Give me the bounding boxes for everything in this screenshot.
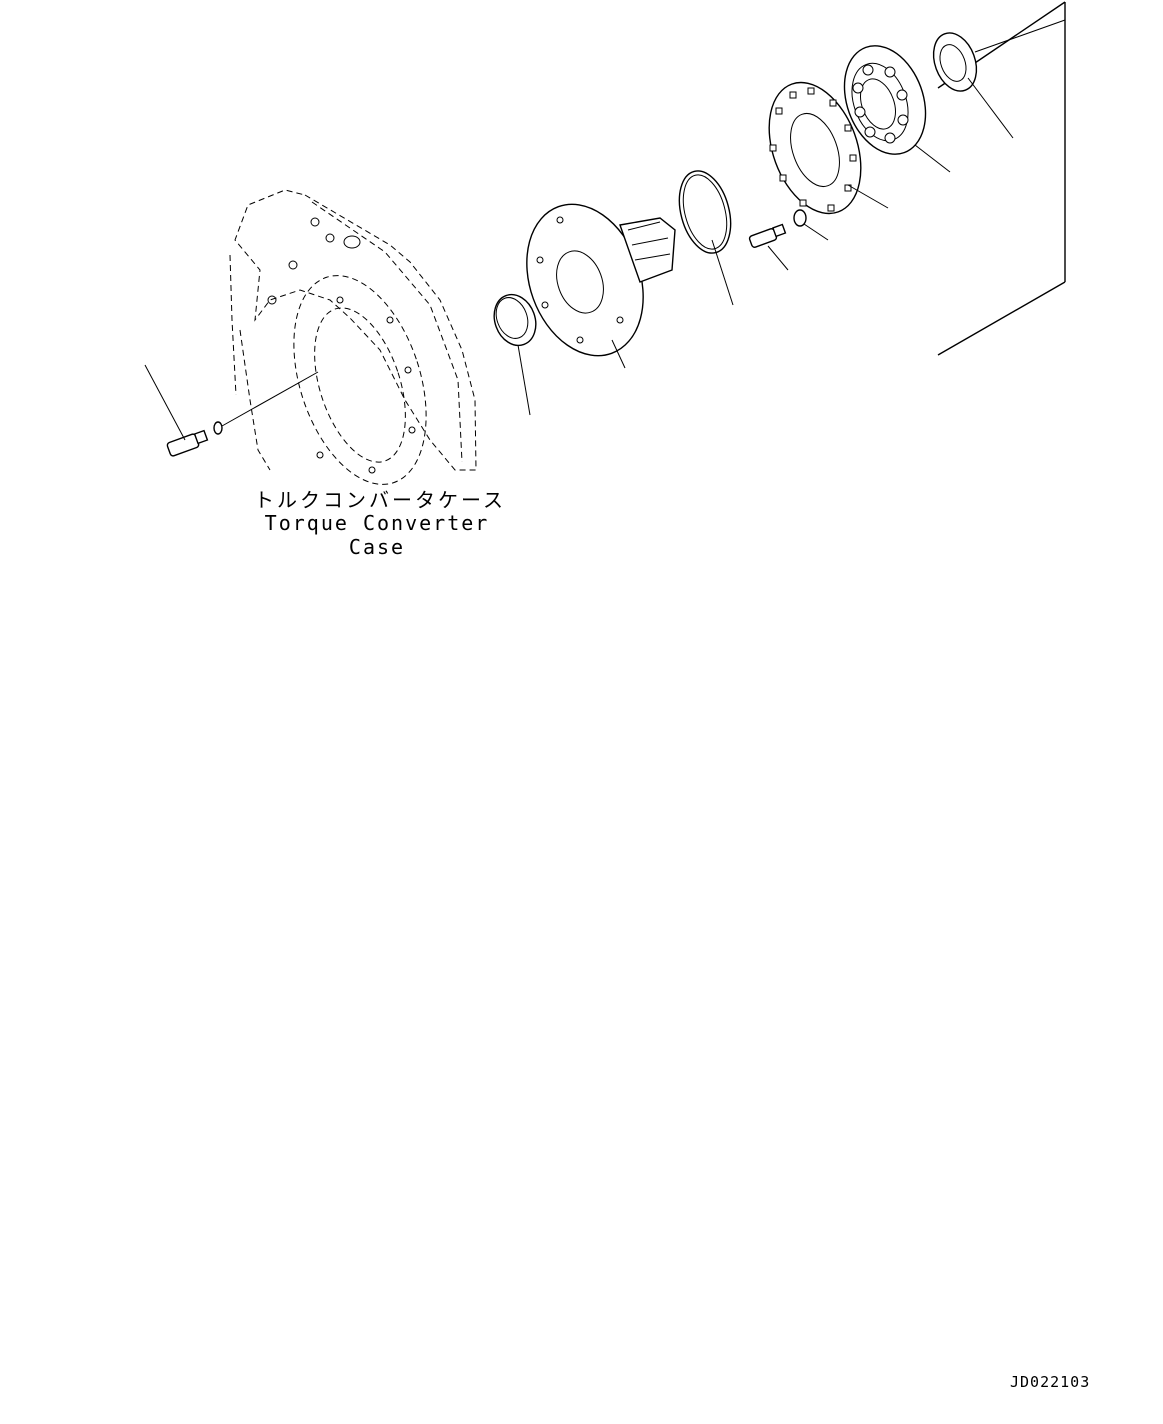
output-flange	[526, 203, 676, 369]
o-ring	[678, 170, 734, 306]
case-washer	[213, 371, 319, 435]
ball-bearing	[843, 45, 951, 173]
case-label-japanese: トルクコンバータケース	[254, 488, 506, 512]
bearing-cup	[493, 293, 537, 416]
retainer-bolt	[748, 223, 789, 271]
retainer-washer	[793, 209, 829, 241]
case-bolt	[144, 364, 209, 457]
retainer-plate	[768, 81, 889, 215]
torque-converter-case	[229, 189, 477, 485]
lock-nut	[932, 19, 1066, 139]
drawing-id: JD022103	[1010, 1373, 1091, 1391]
case-label-english: Torque Converter Case	[264, 511, 490, 559]
